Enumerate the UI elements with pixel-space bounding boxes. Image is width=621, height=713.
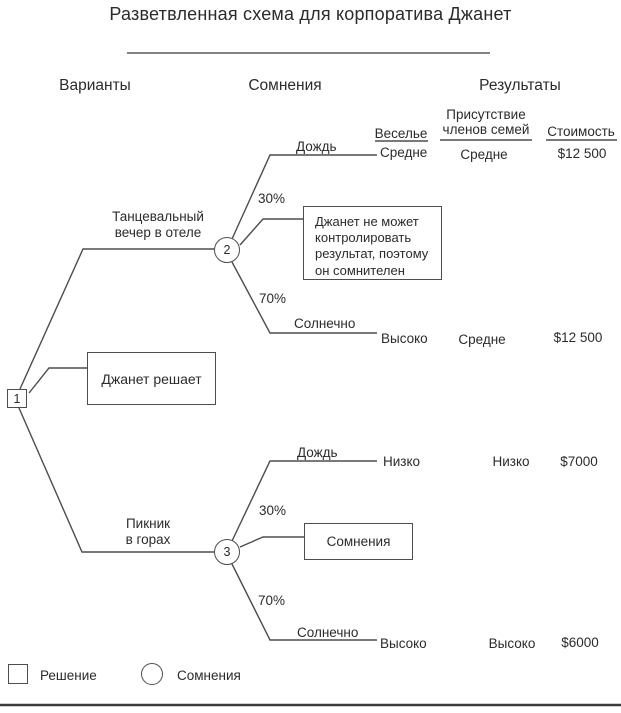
decision-node-1: 1 xyxy=(7,389,27,408)
branch-label-picnic: Пикник в горах xyxy=(125,516,171,547)
outcome-cost-row1: $12 500 xyxy=(557,146,607,161)
outcome-fun-row2: Высоко xyxy=(381,331,428,346)
legend-decision-square-icon xyxy=(8,664,28,684)
outcome-cost-row4: $6000 xyxy=(561,635,599,650)
outcome-family-row4: Высоко xyxy=(488,636,536,651)
condition-label-sunny-hotel: Солнечно xyxy=(294,316,356,331)
page-title: Разветвленная схема для корпоратива Джан… xyxy=(109,4,512,24)
outcome-family-row1: Средне xyxy=(460,147,508,162)
probability-label-sunny-picnic: 70% xyxy=(258,593,286,608)
probability-label-sunny-hotel: 70% xyxy=(259,291,287,306)
probability-label-rain-picnic: 30% xyxy=(259,503,287,518)
branch-n2-rain xyxy=(231,154,377,240)
branch-root-to-picnic xyxy=(18,407,214,553)
condition-label-rain-picnic: Дождь xyxy=(297,445,338,460)
condition-label-rain-hotel: Дождь xyxy=(296,139,337,154)
connector-n2-to-note xyxy=(239,218,303,246)
branch-n3-sunny xyxy=(231,563,377,641)
column-header-uncertainties: Сомнения xyxy=(248,77,322,94)
outcome-family-row3: Низко xyxy=(492,454,530,469)
chance-node-3: 3 xyxy=(214,539,240,565)
outcome-cost-row3: $7000 xyxy=(560,454,598,469)
legend-decision-label: Решение xyxy=(40,668,97,683)
result-header-family: Присутствие членов семей xyxy=(442,107,530,137)
branch-label-hotel: Танцевальный вечер в отеле xyxy=(112,209,204,240)
outcome-family-row2: Средне xyxy=(458,332,506,347)
connector-root-to-decision-note xyxy=(28,367,87,394)
decision-note-box: Джанет решает xyxy=(87,352,216,405)
connector-n3-to-note xyxy=(239,536,304,548)
result-header-cost: Стоимость xyxy=(547,124,615,139)
column-header-results: Результаты xyxy=(479,77,561,94)
legend-uncertainty-label: Сомнения xyxy=(177,668,241,683)
legend-uncertainty-circle-icon xyxy=(141,663,163,685)
probability-label-rain-hotel: 30% xyxy=(258,191,286,206)
condition-label-sunny-picnic: Солнечно xyxy=(297,625,359,640)
uncertainty-note-box: Джанет не может контролировать результат… xyxy=(303,206,442,280)
doubts-note-box: Сомнения xyxy=(304,523,413,560)
result-header-fun: Веселье xyxy=(374,126,428,141)
outcome-cost-row2: $12 500 xyxy=(553,330,603,345)
branch-n3-rain xyxy=(231,460,377,542)
outcome-fun-row4: Высоко xyxy=(380,636,427,651)
column-header-options: Варианты xyxy=(59,77,131,94)
outcome-fun-row3: Низко xyxy=(383,454,421,469)
outcome-fun-row1: Средне xyxy=(380,145,428,160)
chance-node-2: 2 xyxy=(214,237,240,263)
branch-n2-sunny xyxy=(231,261,377,334)
branch-root-to-hotel xyxy=(19,248,214,390)
